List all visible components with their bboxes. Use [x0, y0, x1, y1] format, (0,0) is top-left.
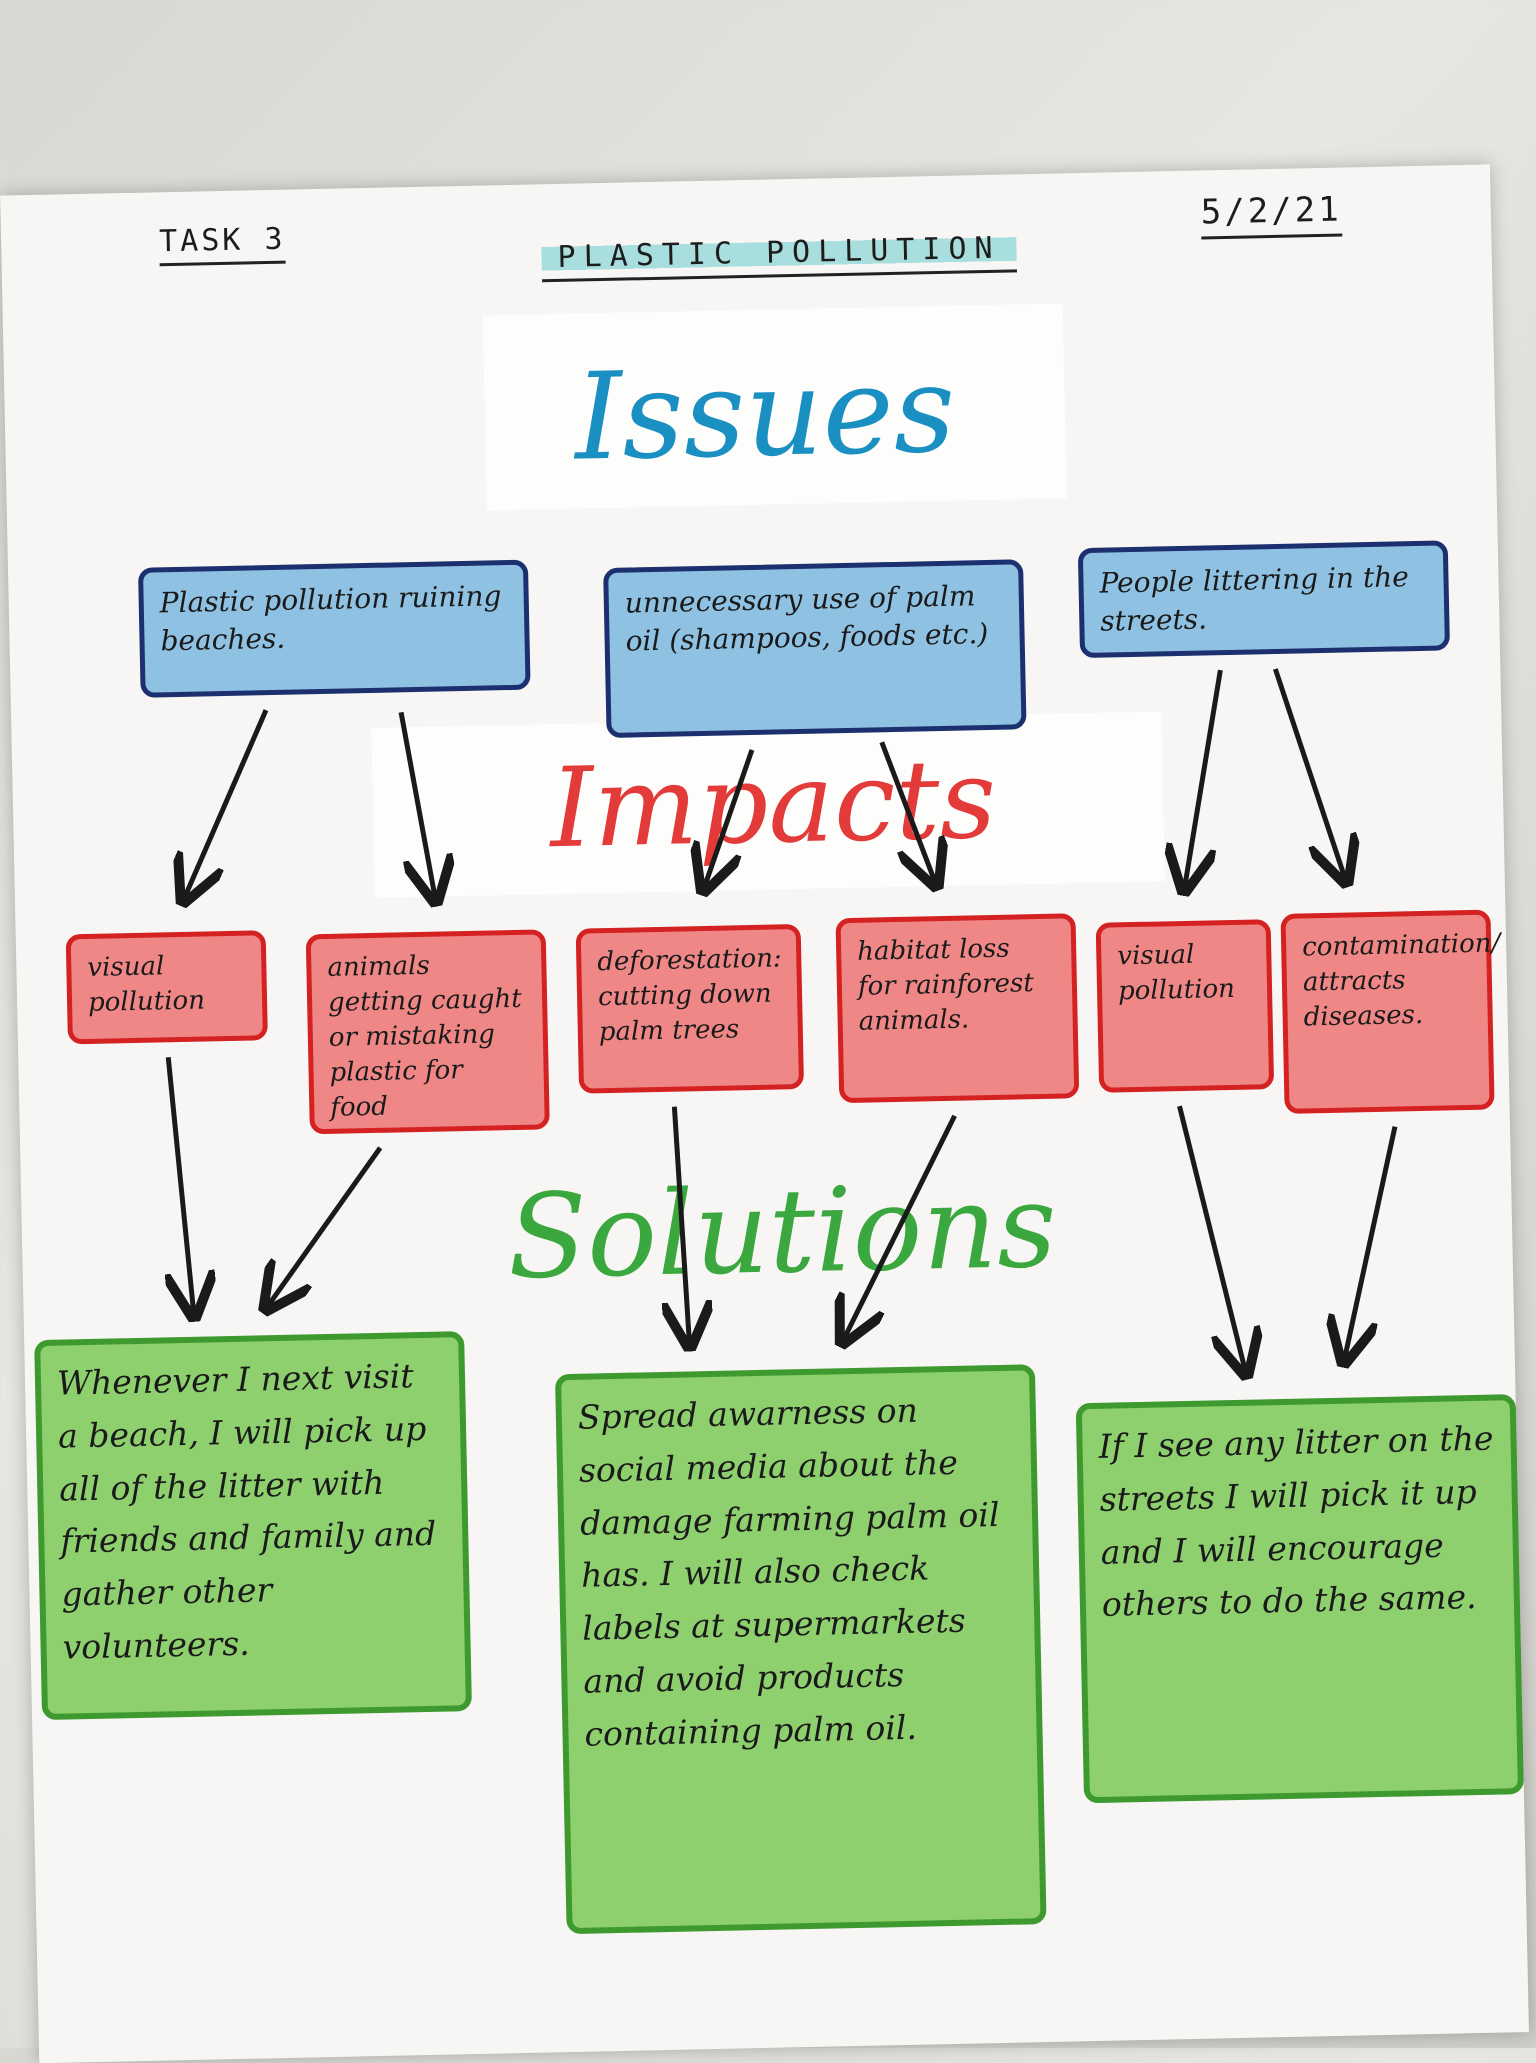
- arrow-impact2-solution1: [265, 1146, 383, 1305]
- arrow-issue2-impact4: [879, 741, 935, 882]
- arrow-issue3-impact6: [1272, 668, 1344, 879]
- arrow-impact1-solution1: [168, 1057, 193, 1312]
- arrow-impact6-solution3: [1340, 1126, 1398, 1358]
- arrow-issue1-impact2: [398, 711, 435, 898]
- connector-arrows: [0, 668, 1398, 2063]
- arrow-impact4-solution2: [840, 1114, 957, 1338]
- arrow-impact3-solution2: [674, 1106, 689, 1341]
- arrow-impact5-solution3: [1177, 1105, 1245, 1371]
- arrow-issue3-impact5: [1180, 669, 1223, 886]
- worksheet-paper: TASK 3 PLASTIC POLLUTION 5/2/21 Issues I…: [0, 164, 1529, 2063]
- arrow-issue2-impact3: [702, 749, 755, 886]
- arrow-issue1-impact1: [181, 709, 269, 897]
